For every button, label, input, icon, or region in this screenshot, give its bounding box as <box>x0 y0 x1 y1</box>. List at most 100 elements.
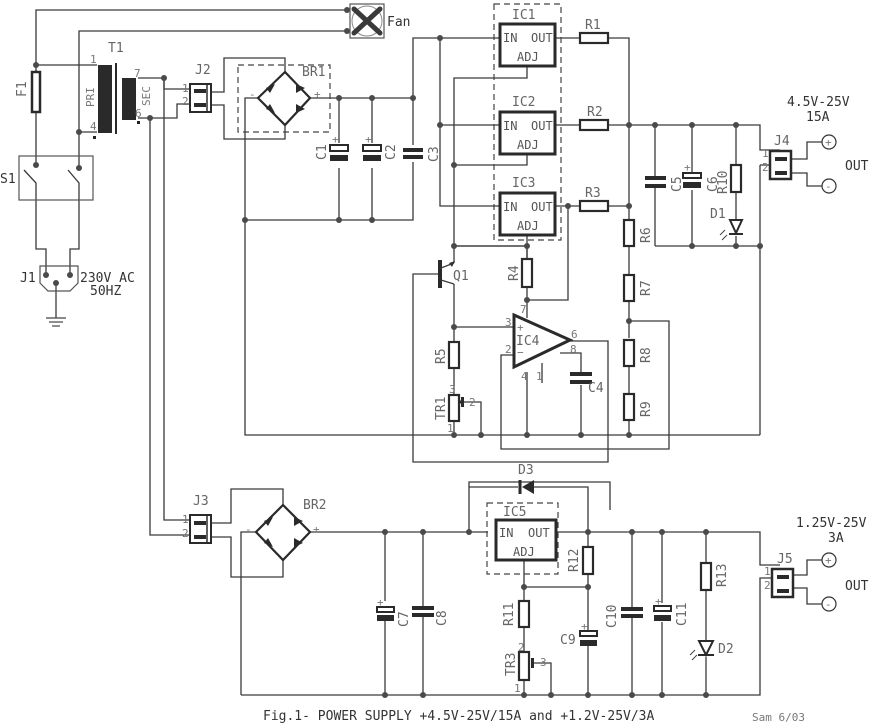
capacitor-c7: + C7 <box>376 596 412 627</box>
connector-j5: J5 1 2 <box>764 552 795 599</box>
br1-label: BR1 <box>302 65 325 80</box>
fan-label: Fan <box>387 15 410 30</box>
transformer-label: T1 <box>108 41 124 56</box>
aux-output-voltage: 1.25V-25V <box>796 516 867 531</box>
in-pin-label: IN <box>503 119 517 133</box>
plus-terminal-icon: + <box>825 554 832 567</box>
d3-label: D3 <box>518 463 534 478</box>
pin-label: 4 <box>90 120 97 133</box>
input-frequency: 50HZ <box>90 284 121 299</box>
pin-label: 3 <box>449 383 456 396</box>
br2-label: BR2 <box>303 498 326 513</box>
svg-text:−: − <box>517 346 524 359</box>
aux-output-current: 3A <box>828 531 844 546</box>
fuse-f1: F1 <box>15 70 42 114</box>
plus-terminal-icon: + <box>825 136 832 149</box>
figure-caption: Fig.1- POWER SUPPLY +4.5V-25V/15A and +1… <box>263 709 655 724</box>
ic5-label: IC5 <box>503 505 526 520</box>
ic3-label: IC3 <box>512 176 535 191</box>
r10-label: R10 <box>716 171 731 194</box>
pin-label: 6 <box>135 107 142 120</box>
resistor-r7: R7 <box>622 273 654 303</box>
regulator-ic3: IC3 IN OUT ADJ <box>498 176 557 237</box>
capacitor-c9: + C9 <box>560 620 598 648</box>
c10-label: C10 <box>605 605 620 628</box>
out-pin-label: OUT <box>531 31 553 45</box>
bridge-rectifier-br2: BR2 - + <box>245 498 326 562</box>
ground-icon <box>46 317 66 327</box>
r1-label: R1 <box>585 18 601 33</box>
pin-label: 1 <box>764 565 771 578</box>
adj-pin-label: ADJ <box>513 545 535 559</box>
output-terminals-main: + - OUT 4.5V-25V 15A <box>787 95 869 194</box>
led-d1: D1 <box>710 207 744 241</box>
d1-label: D1 <box>710 207 726 222</box>
capacitor-c6: + C6 <box>682 161 721 192</box>
resistor-r4: R4 <box>507 257 534 289</box>
r6-label: R6 <box>639 227 654 243</box>
c11-label: C11 <box>675 603 690 626</box>
connector-j3: J3 1 2 <box>182 494 212 544</box>
resistor-r10: R10 <box>716 163 743 194</box>
pin-label: 2 <box>182 527 189 540</box>
adj-pin-label: ADJ <box>517 50 539 64</box>
pin-label: 1 <box>182 513 189 526</box>
capacitor-c10: C10 <box>605 605 643 628</box>
svg-text:+: + <box>581 620 588 633</box>
pin-label: 1 <box>514 682 521 695</box>
regulator-ic2: IC2 IN OUT ADJ <box>498 95 557 156</box>
c8-label: C8 <box>435 610 450 626</box>
capacitor-c1: + C1 <box>315 133 349 161</box>
transistor-q1: Q1 <box>438 260 469 288</box>
tr3-label: TR3 <box>504 653 519 676</box>
r13-label: R13 <box>715 564 730 587</box>
regulator-group <box>493 3 562 241</box>
pin-label: 4 <box>521 370 528 383</box>
r2-label: R2 <box>587 105 603 120</box>
fan: Fan <box>344 3 410 39</box>
pin-label: 2 <box>764 579 771 592</box>
ic1-label: IC1 <box>512 8 535 23</box>
in-pin-label: IN <box>503 31 517 45</box>
r8-label: R8 <box>639 347 654 363</box>
plus-label: + <box>313 523 320 536</box>
resistor-r8: R8 <box>622 338 654 368</box>
secondary-label: SEC <box>140 86 153 106</box>
minus-terminal-icon: - <box>825 180 832 193</box>
trimmer-tr1: TR1 1 2 3 <box>434 383 476 435</box>
in-pin-label: IN <box>503 200 517 214</box>
capacitor-c11: + C11 <box>653 595 690 626</box>
regulator-ic5: IC5 IN OUT ADJ <box>486 502 559 575</box>
c5-label: C5 <box>670 176 685 192</box>
output-label: OUT <box>845 159 869 174</box>
led-d2: D2 <box>689 640 734 661</box>
ic4-label: IC4 <box>516 334 540 349</box>
pin-label: 3 <box>540 656 547 669</box>
svg-text:+: + <box>377 596 384 609</box>
output-terminals-aux: + - OUT 1.25V-25V 3A <box>796 516 869 612</box>
resistor-r5: R5 <box>434 340 461 370</box>
trimmer-tr3: TR3 1 2 3 <box>504 641 547 695</box>
d2-label: D2 <box>718 642 734 657</box>
c2-label: C2 <box>384 144 399 160</box>
c4-label: C4 <box>588 381 604 396</box>
pin-label: 1 <box>447 422 454 435</box>
capacitor-c4: C4 <box>570 372 604 396</box>
j1-label: J1 <box>20 271 36 286</box>
transformer-t1: T1 1 4 7 6 PRI SEC <box>84 41 153 139</box>
c1-label: C1 <box>315 144 330 160</box>
author-signature: Sam 6/03 <box>752 711 805 724</box>
pin-label: 1 <box>536 370 543 383</box>
resistor-r1: R1 <box>578 18 610 45</box>
pin-label: 6 <box>571 328 578 341</box>
j3-label: J3 <box>193 494 209 509</box>
r7-label: R7 <box>639 280 654 296</box>
pin-label: 2 <box>505 343 512 356</box>
out-pin-label: OUT <box>528 526 550 540</box>
resistor-r3: R3 <box>578 186 610 213</box>
svg-text:+: + <box>655 595 662 608</box>
opamp-ic4: + − IC4 7 3 2 6 8 4 1 <box>505 303 578 383</box>
c7-label: C7 <box>397 611 412 627</box>
r3-label: R3 <box>585 186 601 201</box>
